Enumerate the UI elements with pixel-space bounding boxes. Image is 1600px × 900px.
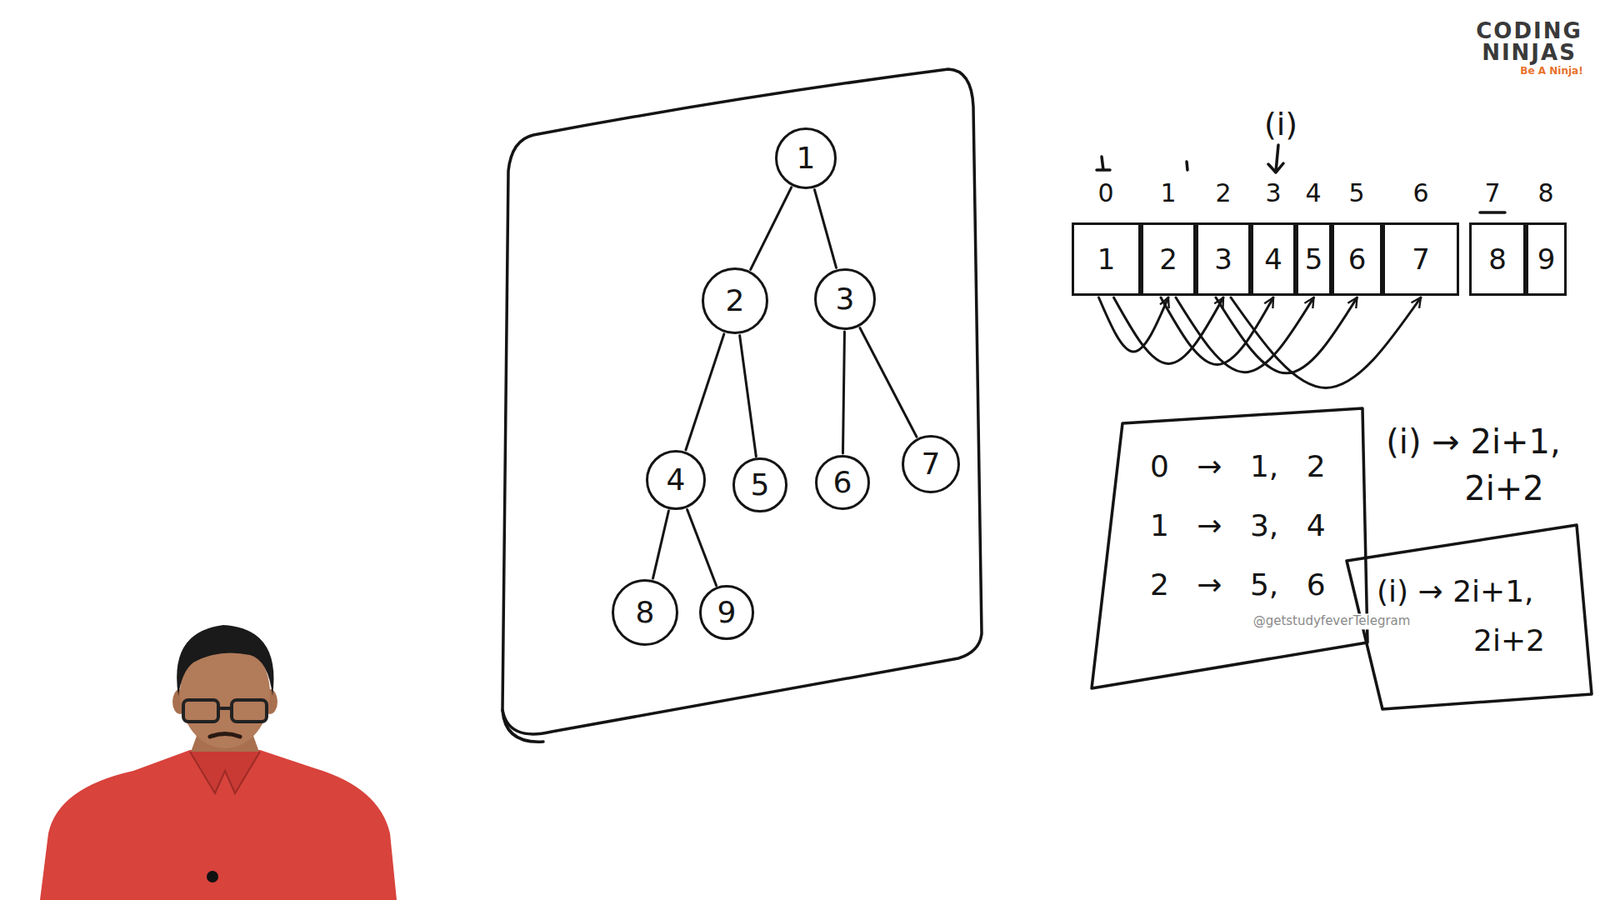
node-number: 6	[833, 464, 853, 500]
tree-node-circle: 9	[699, 585, 754, 640]
array-cell: 3	[1195, 222, 1251, 296]
node-number: 3	[835, 280, 855, 317]
node-number: 9	[1537, 242, 1556, 277]
node-number: 2	[1159, 242, 1178, 277]
tree-edge	[814, 190, 836, 269]
watermark: @getstudyfeverTelegram	[1250, 613, 1414, 630]
node-number: 1	[1097, 242, 1116, 277]
logo-tagline: Be A Ninja!	[1520, 65, 1583, 78]
index-pointer: (i)	[1264, 106, 1298, 144]
presenter-glasses	[218, 706, 232, 710]
array-cell: 1	[1071, 222, 1141, 296]
array-cell: 2	[1140, 222, 1196, 296]
node-number: 8	[635, 594, 655, 630]
presenter-hair	[176, 625, 274, 696]
tree-edge	[685, 334, 725, 450]
presenter-glasses	[231, 700, 267, 722]
node-number: 3	[1214, 242, 1233, 277]
formula-text: 2i+2	[1464, 469, 1545, 508]
index-number: 7	[1484, 179, 1500, 209]
formula-text: (i) → 2i+1,	[1376, 573, 1535, 610]
presenter-glasses	[183, 700, 219, 722]
node-number: 5	[1305, 242, 1324, 277]
node-number: 4	[666, 461, 686, 498]
index-number: 0	[1097, 179, 1114, 209]
tree-node-circle: 5	[732, 457, 787, 512]
formula-text: 2 → 5, 6	[1150, 566, 1326, 603]
array-cell: 5	[1295, 222, 1332, 296]
array-cell: 7	[1382, 222, 1460, 296]
presenter	[40, 625, 397, 900]
tree-node-circle: 7	[901, 435, 960, 494]
tree-edge	[653, 510, 670, 579]
index-arrow	[1215, 297, 1358, 374]
node-number: 5	[750, 466, 770, 503]
node-number: 1	[796, 140, 816, 176]
tick-mark	[1186, 161, 1188, 170]
index-number: 3	[1265, 179, 1281, 209]
node-number: 2	[725, 282, 745, 319]
presenter-mustache	[210, 734, 240, 738]
node-number: 7	[1411, 242, 1430, 277]
node-number: 9	[717, 594, 737, 630]
array-cell: 8	[1469, 222, 1526, 296]
tree-node-circle: 8	[611, 579, 679, 646]
index-arrow	[1230, 297, 1421, 388]
array-cell: 6	[1331, 222, 1383, 296]
tree-edge	[860, 328, 917, 438]
tree-frame	[502, 69, 982, 735]
index-number: 6	[1412, 179, 1429, 209]
index-number: 8	[1537, 179, 1554, 209]
index-number: 2	[1215, 179, 1231, 209]
formula-text: (i) → 2i+1,	[1385, 422, 1561, 461]
node-number: 6	[1348, 242, 1367, 277]
array-cell: 4	[1250, 222, 1296, 296]
index-arrow	[1099, 297, 1170, 352]
index-arrow	[1114, 297, 1225, 364]
presenter-collar	[190, 751, 260, 794]
index-number: 5	[1348, 179, 1365, 209]
pointer-arrow	[1268, 145, 1284, 173]
tree-edge	[842, 331, 845, 454]
tree-edge	[687, 509, 717, 585]
tree-node-circle: 6	[815, 455, 870, 510]
logo-text: NINJAS	[1481, 40, 1577, 66]
index-arrow	[1175, 297, 1315, 373]
formula-text: 1 → 3, 4	[1150, 507, 1326, 544]
index-number: 1	[1160, 179, 1176, 209]
underline-mark	[1480, 210, 1505, 215]
node-number: 8	[1488, 242, 1507, 277]
formula-text: 0 → 1, 2	[1150, 448, 1326, 485]
tree-node-circle: 2	[701, 267, 769, 335]
tick-mark	[1096, 156, 1110, 170]
presenter-shirt	[40, 750, 397, 900]
tree-node-circle: 4	[645, 450, 706, 510]
tree-node-circle: 3	[814, 268, 876, 330]
index-number: 4	[1305, 179, 1321, 209]
tree-edge	[740, 335, 757, 457]
tree-node-circle: 1	[775, 127, 837, 190]
presenter-microphone	[206, 870, 219, 883]
index-mapping-box: 0 → 1, 2 1 → 3, 4 2 → 5, 6	[1091, 406, 1370, 690]
box-outline-shape	[1091, 408, 1368, 689]
node-number: 4	[1264, 242, 1283, 277]
frame-tail	[502, 710, 544, 742]
node-number: 7	[921, 445, 941, 482]
array-cell: 9	[1525, 222, 1567, 296]
formula-text: 2i+2	[1473, 622, 1545, 659]
tree-edge	[750, 187, 792, 270]
